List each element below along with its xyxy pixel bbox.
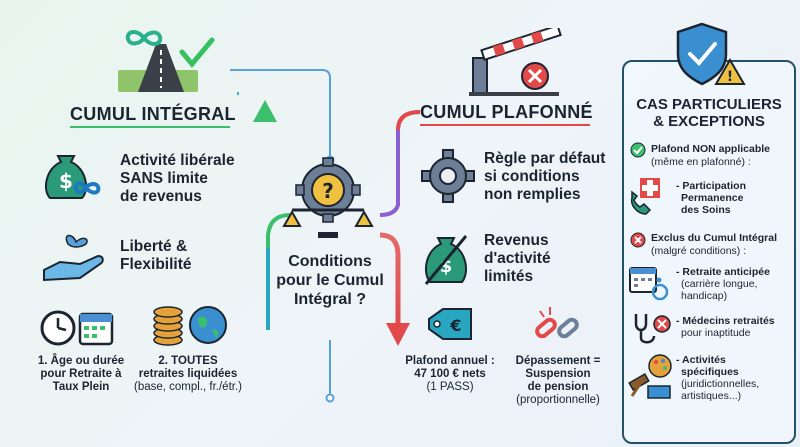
condition-retraites-text: 2. TOUTES retraites liquidées (base, com… [118, 355, 258, 394]
stethoscope-x-icon [634, 314, 671, 344]
plafond-non-applicable-sub: (même en plafonné) : [651, 156, 751, 168]
activite-liberale-text: Activité libérale SANS limite de revenus [120, 152, 235, 206]
condition-age-text: 1. Âge ou durée pour Retraite à Taux Ple… [16, 355, 146, 394]
text-line: Taux Plein [52, 381, 110, 393]
euro-tag-icon: € [428, 308, 472, 340]
text-line: SANS limite [120, 170, 208, 187]
text-line: - Retraite anticipée [676, 266, 770, 278]
svg-text:$: $ [59, 169, 73, 193]
text-line: 2. TOUTES [158, 355, 218, 367]
depassement-text: Dépassement = Suspension de pension (pro… [508, 355, 608, 407]
text-line: Règle par défaut [484, 150, 606, 167]
text-line: artistiques...) [681, 390, 742, 402]
revenus-limites-text: Revenus d'activité limités [484, 232, 551, 286]
exclus-title: Exclus du Cumul Intégral [651, 232, 778, 244]
text-line: Flexibilité [120, 256, 192, 273]
coins-globe-icon [153, 306, 227, 346]
text-line: Conditions [288, 253, 372, 270]
text-line: Liberté & [120, 238, 188, 255]
permanence-soins-text: - Participation Permanence des Soins [676, 180, 746, 216]
svg-text:€: € [449, 316, 461, 335]
text-line: Permanence [681, 192, 744, 204]
text-line: handicap) [681, 290, 728, 302]
money-bag-slash-icon: $ [424, 235, 468, 285]
activites-specifiques-text: - Activités spécifiques (juridictionnell… [676, 354, 759, 402]
text-line: Intégral ? [293, 291, 366, 308]
text-line: 1. Âge ou durée [37, 355, 125, 367]
center-question-text: Conditions pour le Cumul Intégral ? [272, 252, 388, 309]
text-line: non remplies [484, 186, 581, 203]
text-line: pour le Cumul [276, 272, 384, 289]
text-line: Plafond annuel : [405, 355, 495, 367]
text-line: pour inaptitude [681, 327, 751, 339]
shield-warning-icon: ! [676, 22, 746, 86]
medecins-inaptitude-text: - Médecins retraités pour inaptitude [676, 315, 775, 339]
regle-defaut-text: Règle par défaut si conditions non rempl… [484, 150, 605, 204]
phone-cross-icon [630, 178, 660, 215]
clock-calendar-icon [40, 310, 114, 346]
x-circle-icon [630, 232, 646, 248]
text-line: - Participation [676, 180, 747, 192]
text-line: 47 100 € nets [414, 368, 486, 380]
text-line: Activité libérale [120, 152, 235, 169]
text-line: - Activités [676, 354, 726, 366]
text-line: (proportionnelle) [516, 394, 600, 406]
money-bag-infinity-icon: $ [45, 155, 101, 199]
text-line: de pension [527, 381, 589, 393]
text-line: Dépassement = [515, 355, 601, 367]
text-line: spécifiques [681, 366, 739, 378]
text-line: - Médecins retraités [676, 315, 775, 327]
text-line: (carrière longue, [681, 278, 758, 290]
text-line: (1 PASS) [426, 381, 474, 393]
text-line: des Soins [681, 204, 731, 216]
plafond-non-applicable-title: Plafond NON applicable [651, 143, 771, 155]
text-line: d'activité [484, 250, 551, 267]
calendar-wheelchair-icon [629, 267, 669, 301]
hand-bird-icon [43, 234, 104, 282]
text-line: Revenus [484, 232, 549, 249]
gear-icon [421, 149, 475, 203]
text-line: si conditions [484, 168, 580, 185]
svg-text:$: $ [440, 256, 453, 277]
cumul-integral-title: CUMUL INTÉGRAL [70, 104, 236, 124]
balance-gear-icon: ? [282, 157, 374, 238]
title-underline [70, 126, 230, 128]
retraite-anticipee-text: - Retraite anticipée (carrière longue, h… [676, 266, 770, 302]
cumul-plafonne-title: CUMUL PLAFONNÉ [420, 102, 593, 122]
svg-text:?: ? [322, 179, 334, 203]
exceptions-title: CAS PARTICULIERS & EXCEPTIONS [624, 96, 794, 130]
exceptions-panel [622, 60, 796, 444]
title-underline [420, 124, 590, 126]
exclus-sub: (malgré conditions) : [651, 245, 747, 257]
gavel-palette-icon [628, 354, 672, 399]
liberte-text: Liberté & Flexibilité [120, 238, 192, 274]
text-line: pour Retraite à [40, 368, 122, 380]
barrier-icon [469, 28, 562, 96]
text-line: de revenus [120, 188, 202, 205]
text-line: & EXCEPTIONS [653, 113, 765, 130]
text-line: retraites liquidées [138, 368, 238, 380]
check-circle-icon [630, 142, 646, 158]
text-line: Suspension [525, 368, 591, 380]
broken-chain-icon [535, 307, 579, 339]
text-line: CAS PARTICULIERS [636, 96, 782, 113]
text-line: (base, compl., fr./étr.) [133, 381, 242, 393]
svg-text:!: ! [727, 69, 733, 85]
text-line: limités [484, 268, 534, 285]
plafond-annuel-text: Plafond annuel : 47 100 € nets (1 PASS) [400, 355, 500, 394]
text-line: (juridictionnelles, [681, 378, 760, 390]
road-infinity-icon [118, 30, 215, 92]
